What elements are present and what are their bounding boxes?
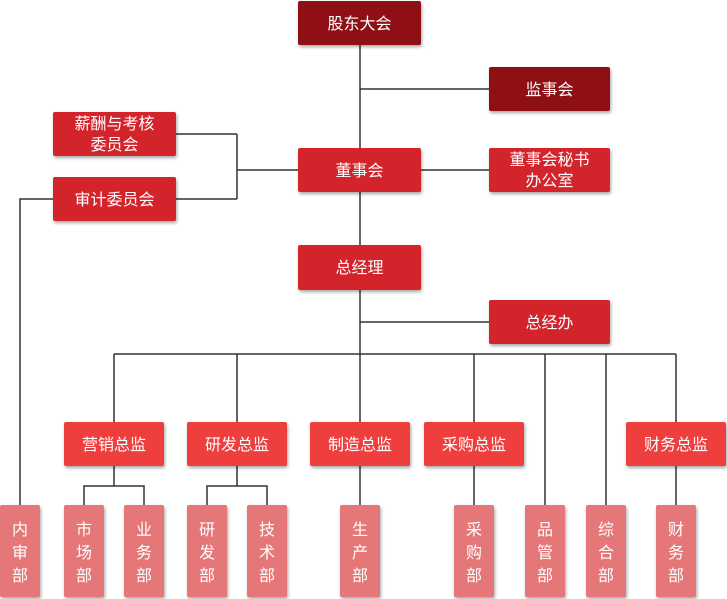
node-label: 审计委员会 [74, 189, 155, 209]
node-audit-committee: 审计委员会 [53, 177, 176, 221]
node-label: 总经理 [335, 258, 384, 277]
node-label: 营销总监 [81, 434, 146, 454]
node-label: 财务总监 [643, 434, 708, 454]
node-label: 股东大会 [327, 13, 392, 33]
node-label: 研发总监 [204, 434, 269, 454]
node-compensation-committee: 薪酬与考核 委员会 [53, 112, 176, 156]
node-dept-technology: 技术部 [247, 505, 287, 597]
connector-rnd-depts [206, 485, 268, 505]
node-shareholders-meeting: 股东大会 [298, 1, 421, 45]
node-board-secretary-office: 董事会秘书 办公室 [489, 148, 610, 192]
node-label-line-2: 办公室 [525, 171, 574, 190]
node-label: 财务部 [668, 519, 685, 585]
node-label: 内审部 [12, 519, 29, 585]
node-director-manufacturing: 制造总监 [310, 422, 410, 466]
node-dept-general-affairs: 综合部 [586, 505, 626, 597]
node-dept-quality: 品管部 [525, 505, 565, 597]
node-label: 制造总监 [327, 434, 392, 454]
connector-audit-internal [19, 198, 53, 505]
node-director-finance: 财务总监 [626, 422, 726, 466]
node-label: 总经办 [525, 312, 574, 332]
node-label: 生产部 [352, 519, 369, 585]
node-label: 综合部 [598, 519, 615, 585]
node-dept-rnd: 研发部 [187, 505, 227, 597]
connector-marketing-depts [83, 485, 145, 505]
node-dept-internal-audit: 内审部 [0, 505, 40, 597]
node-director-purchasing: 采购总监 [424, 422, 524, 466]
node-label: 市场部 [76, 519, 93, 585]
node-label-line-2: 委员会 [90, 135, 139, 154]
node-label-line-1: 薪酬与考核 [74, 114, 155, 133]
node-director-marketing: 营销总监 [64, 422, 164, 466]
node-supervisory-board: 监事会 [489, 67, 610, 111]
node-gm-office: 总经办 [489, 300, 610, 344]
node-dept-finance: 财务部 [656, 505, 696, 597]
node-label: 研发部 [199, 519, 216, 585]
node-dept-market: 市场部 [64, 505, 104, 597]
node-label: 采购总监 [441, 434, 506, 454]
node-label: 监事会 [525, 79, 574, 99]
node-director-rnd: 研发总监 [187, 422, 287, 466]
node-dept-production: 生产部 [340, 505, 380, 597]
node-board-of-directors: 董事会 [298, 148, 421, 192]
node-label-line-1: 董事会秘书 [509, 150, 590, 169]
node-dept-purchasing: 采购部 [454, 505, 494, 597]
node-label: 采购部 [466, 519, 483, 585]
node-label: 业务部 [136, 519, 153, 585]
node-dept-business: 业务部 [124, 505, 164, 597]
node-label: 品管部 [537, 519, 554, 585]
node-label: 技术部 [259, 519, 276, 585]
node-label: 董事会 [335, 160, 384, 180]
node-general-manager: 总经理 [298, 245, 421, 290]
